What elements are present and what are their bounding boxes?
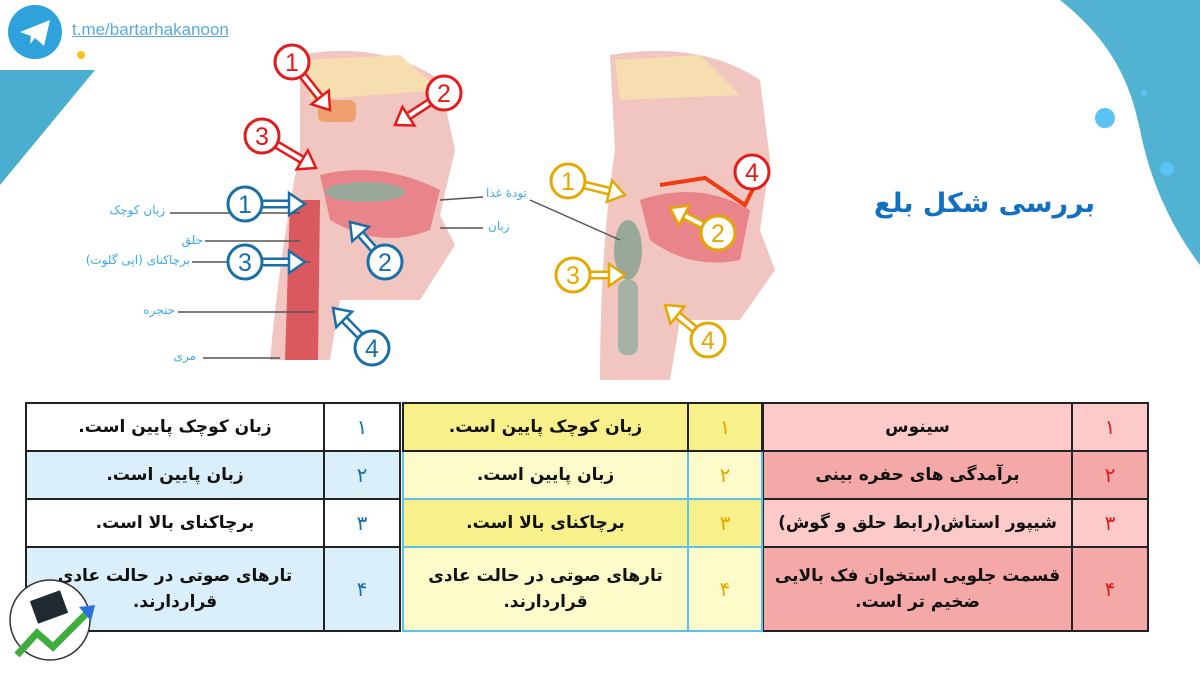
- marker-label: 1: [238, 191, 252, 219]
- logo-icon: [9, 579, 95, 661]
- arrow-head: [663, 303, 687, 327]
- marker-circle: [733, 153, 771, 191]
- cell: برچاکنای بالا است.: [402, 498, 689, 548]
- callout-marker-1: 1: [549, 162, 628, 204]
- cell: شیپور استاش(رابط حلق و گوش): [762, 498, 1073, 548]
- dot: [1160, 162, 1174, 176]
- row-number: ۱: [323, 402, 401, 452]
- marker-circle: [554, 256, 592, 294]
- arrow-head: [331, 306, 355, 330]
- row-number: ۱: [687, 402, 763, 452]
- row-number: ۴: [323, 546, 401, 632]
- arrow-head: [348, 220, 372, 244]
- marker-label: 3: [566, 262, 580, 290]
- callout-marker-3: 3: [226, 243, 308, 281]
- dot: [1141, 90, 1147, 96]
- arrow-head: [607, 261, 628, 289]
- row-number: ۲: [1071, 450, 1149, 500]
- cell: زبان کوچک پایین است.: [25, 402, 325, 452]
- cell: زبان پایین است.: [402, 450, 689, 500]
- label-larynx: حنجره: [143, 303, 175, 317]
- row-number: ۲: [323, 450, 401, 500]
- marker-label: 2: [711, 220, 725, 248]
- marker-label: 3: [255, 123, 269, 151]
- marker-label: 3: [238, 249, 252, 277]
- marker-circle: [549, 162, 587, 200]
- label-pharynx: حلق: [181, 233, 203, 247]
- dot: [1095, 108, 1115, 128]
- cell: قسمت جلویی استخوان فک بالایی ضخیم تر است…: [762, 546, 1073, 632]
- cell: برچاکنای بالا است.: [25, 498, 325, 548]
- callout-marker-3: 3: [554, 256, 628, 294]
- cell: برآمدگی های حفره بینی: [762, 450, 1073, 500]
- row-number: ۴: [1071, 546, 1149, 632]
- cell: سینوس: [762, 402, 1073, 452]
- marker-circle: [689, 321, 727, 359]
- marker-circle: [425, 74, 463, 112]
- marker-label: 2: [437, 80, 451, 108]
- row-number: ۱: [1071, 402, 1149, 452]
- page-title: بررسی شکل بلع: [873, 188, 1095, 219]
- row-number: ۲: [687, 450, 763, 500]
- marker-circle: [226, 243, 264, 281]
- label-food-bolus: تودهٔ غذا: [486, 186, 527, 200]
- row-number: ۳: [323, 498, 401, 548]
- callout-marker-1: 1: [273, 43, 332, 112]
- callout-marker-4: 4: [331, 306, 391, 367]
- marker-label: 2: [378, 249, 392, 277]
- marker-label: 1: [561, 168, 575, 196]
- label-uvula: زبان کوچک: [109, 203, 166, 217]
- marker-circle: [699, 214, 737, 252]
- cell: زبان پایین است.: [25, 450, 325, 500]
- arrow-head: [294, 147, 318, 171]
- callout-marker-4: 4: [733, 153, 771, 191]
- row-number: ۴: [687, 546, 763, 632]
- label-esophagus: مری: [173, 349, 196, 363]
- marker-label: 4: [365, 335, 379, 363]
- marker-label: 4: [701, 327, 715, 355]
- marker-circle: [273, 43, 311, 81]
- marker-label: 1: [285, 49, 299, 77]
- arrow-head: [287, 190, 308, 218]
- arrow-head: [668, 204, 692, 228]
- callout-marker-2: 2: [668, 204, 737, 252]
- callout-marker-4: 4: [663, 303, 727, 359]
- row-number: ۳: [687, 498, 763, 548]
- arrow-head: [308, 88, 332, 112]
- corner-shape-left: [0, 70, 95, 185]
- row-number: ۳: [1071, 498, 1149, 548]
- marker-circle: [243, 117, 281, 155]
- cell: زبان کوچک پایین است.: [402, 402, 689, 452]
- dot: [77, 51, 85, 59]
- marker-circle: [226, 185, 264, 223]
- label-tongue: زبان: [488, 219, 510, 233]
- arrow-head: [287, 248, 308, 276]
- callout-marker-1: 1: [226, 185, 308, 223]
- arrow-head: [393, 104, 417, 127]
- telegram-link[interactable]: t.me/bartarhakanoon: [72, 20, 229, 39]
- arrow-head: [605, 177, 628, 204]
- callout-marker-2: 2: [348, 220, 404, 281]
- marker-circle: [353, 329, 391, 367]
- marker-circle: [366, 243, 404, 281]
- cell: تارهای صوتی در حالت عادی قراردارند.: [402, 546, 689, 632]
- telegram-icon[interactable]: [8, 5, 62, 59]
- label-epiglottis: برچاکنای (اپی گلوت): [85, 253, 190, 267]
- marker-label: 4: [745, 159, 759, 187]
- callout-marker-3: 3: [243, 117, 318, 171]
- corner-shape-right: [1060, 0, 1200, 265]
- callout-marker-2: 2: [393, 74, 463, 127]
